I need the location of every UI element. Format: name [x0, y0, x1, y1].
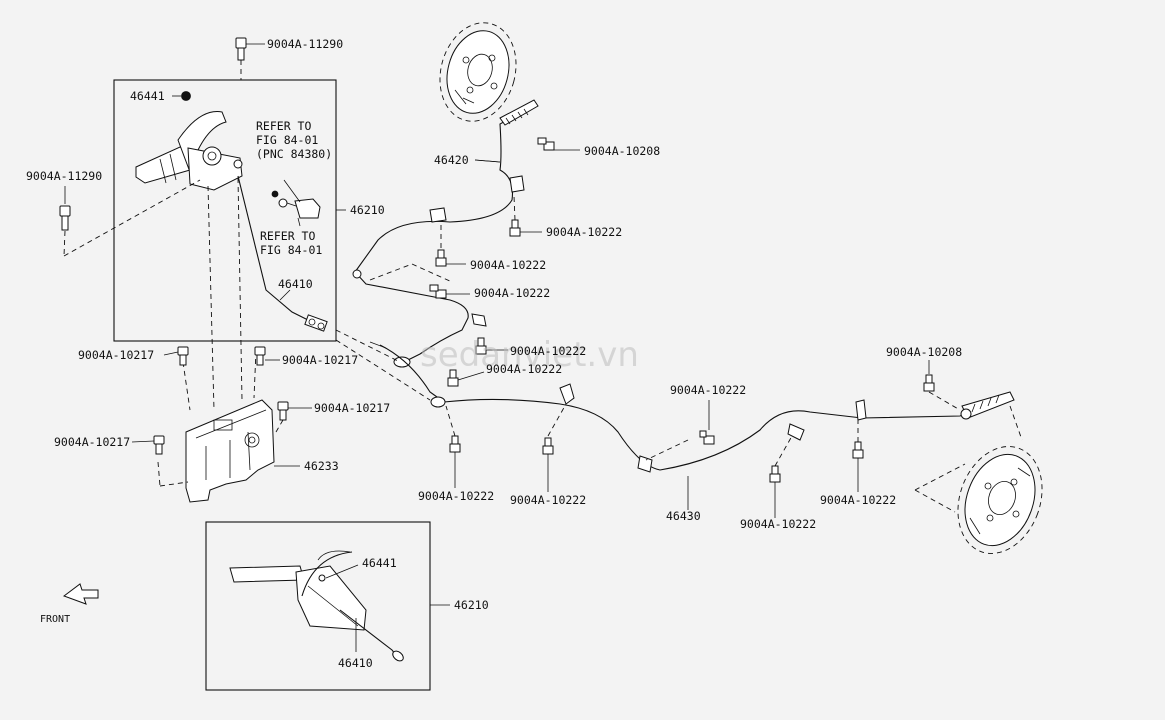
lever-assembly-frame	[113, 79, 337, 342]
label-cable-front: 46410	[278, 277, 313, 291]
label-refer-1-line2: FIG 84-01	[256, 133, 318, 147]
label-refer-2-line2: FIG 84-01	[260, 243, 322, 257]
label-bolt-208-top: 9004A-10208	[584, 144, 660, 158]
bolt-222-parts	[429, 137, 935, 483]
label-refer-2-line1: REFER TO	[260, 229, 315, 243]
label-inset-lever: 46210	[454, 598, 489, 612]
front-arrow-icon	[62, 583, 99, 605]
front-cable-part	[237, 175, 328, 332]
label-refer-1-line3: (PNC 84380)	[256, 147, 332, 161]
watermark: sedanviet.vn	[420, 335, 639, 375]
grip-button-part	[181, 91, 191, 101]
label-bolt-left: 9004A-11290	[26, 169, 102, 183]
label-inset-grip: 46441	[362, 556, 397, 570]
label-bolt-217-d: 9004A-10217	[54, 435, 130, 449]
inset-frame	[205, 521, 431, 691]
rear-cable-left-part	[369, 341, 1015, 473]
label-bracket: 46233	[304, 459, 339, 473]
parking-lever	[135, 111, 243, 191]
bolt-left-part	[59, 186, 71, 231]
label-cable-left-lower: 46430	[666, 509, 701, 523]
label-bolt-222-c: 9004A-10222	[474, 286, 550, 300]
label-bolt-222-d: 9004A-10222	[510, 344, 586, 358]
label-bolt-top: 9004A-11290	[267, 37, 343, 51]
label-bolt-217-a: 9004A-10217	[78, 348, 154, 362]
label-bolt-217-b: 9004A-10217	[282, 353, 358, 367]
inset-lever	[229, 550, 404, 662]
label-bolt-222-f: 9004A-10222	[418, 489, 494, 503]
label-bolt-208-right: 9004A-10208	[886, 345, 962, 359]
brake-backing-plate-top	[439, 22, 517, 122]
bolt-217-parts	[131, 346, 312, 455]
label-grip-top: 46441	[130, 89, 165, 103]
bracket-part	[185, 399, 300, 503]
label-bolt-222-j: 9004A-10222	[820, 493, 896, 507]
switch-connector-part	[271, 179, 321, 227]
label-bolt-222-g: 9004A-10222	[510, 493, 586, 507]
label-inset-cable: 46410	[338, 656, 373, 670]
label-bolt-222-i: 9004A-10222	[740, 517, 816, 531]
label-bolt-217-c: 9004A-10217	[314, 401, 390, 415]
label-lever-assy: 46210	[350, 203, 385, 217]
label-bolt-222-e: 9004A-10222	[486, 362, 562, 376]
label-front: FRONT	[40, 614, 70, 625]
label-cable-right-upper: 46420	[434, 153, 469, 167]
rear-cable-right-part	[352, 99, 539, 368]
label-bolt-222-h: 9004A-10222	[670, 383, 746, 397]
brake-backing-plate-bottom	[957, 446, 1043, 554]
label-refer-1-line1: REFER TO	[256, 119, 311, 133]
callout-labels: 9004A-11290 46441 REFER TO FIG 84-01 (PN…	[26, 37, 962, 670]
label-bolt-222-a: 9004A-10222	[546, 225, 622, 239]
bolt-top-part	[235, 37, 265, 61]
label-bolt-222-b: 9004A-10222	[470, 258, 546, 272]
leader-lines	[279, 149, 930, 518]
